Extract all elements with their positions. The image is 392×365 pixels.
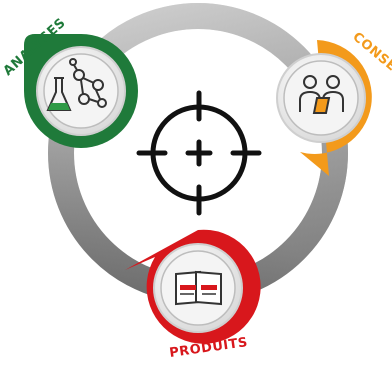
node-conseils: CONSEILS: [276, 30, 392, 176]
lab-flask-molecule-icon: [46, 58, 107, 111]
node-produits: PRODUITS: [125, 229, 261, 361]
consultants-icon: [299, 75, 344, 114]
product-bags-icon: [175, 270, 222, 306]
crosshair-target-icon: [136, 90, 262, 216]
